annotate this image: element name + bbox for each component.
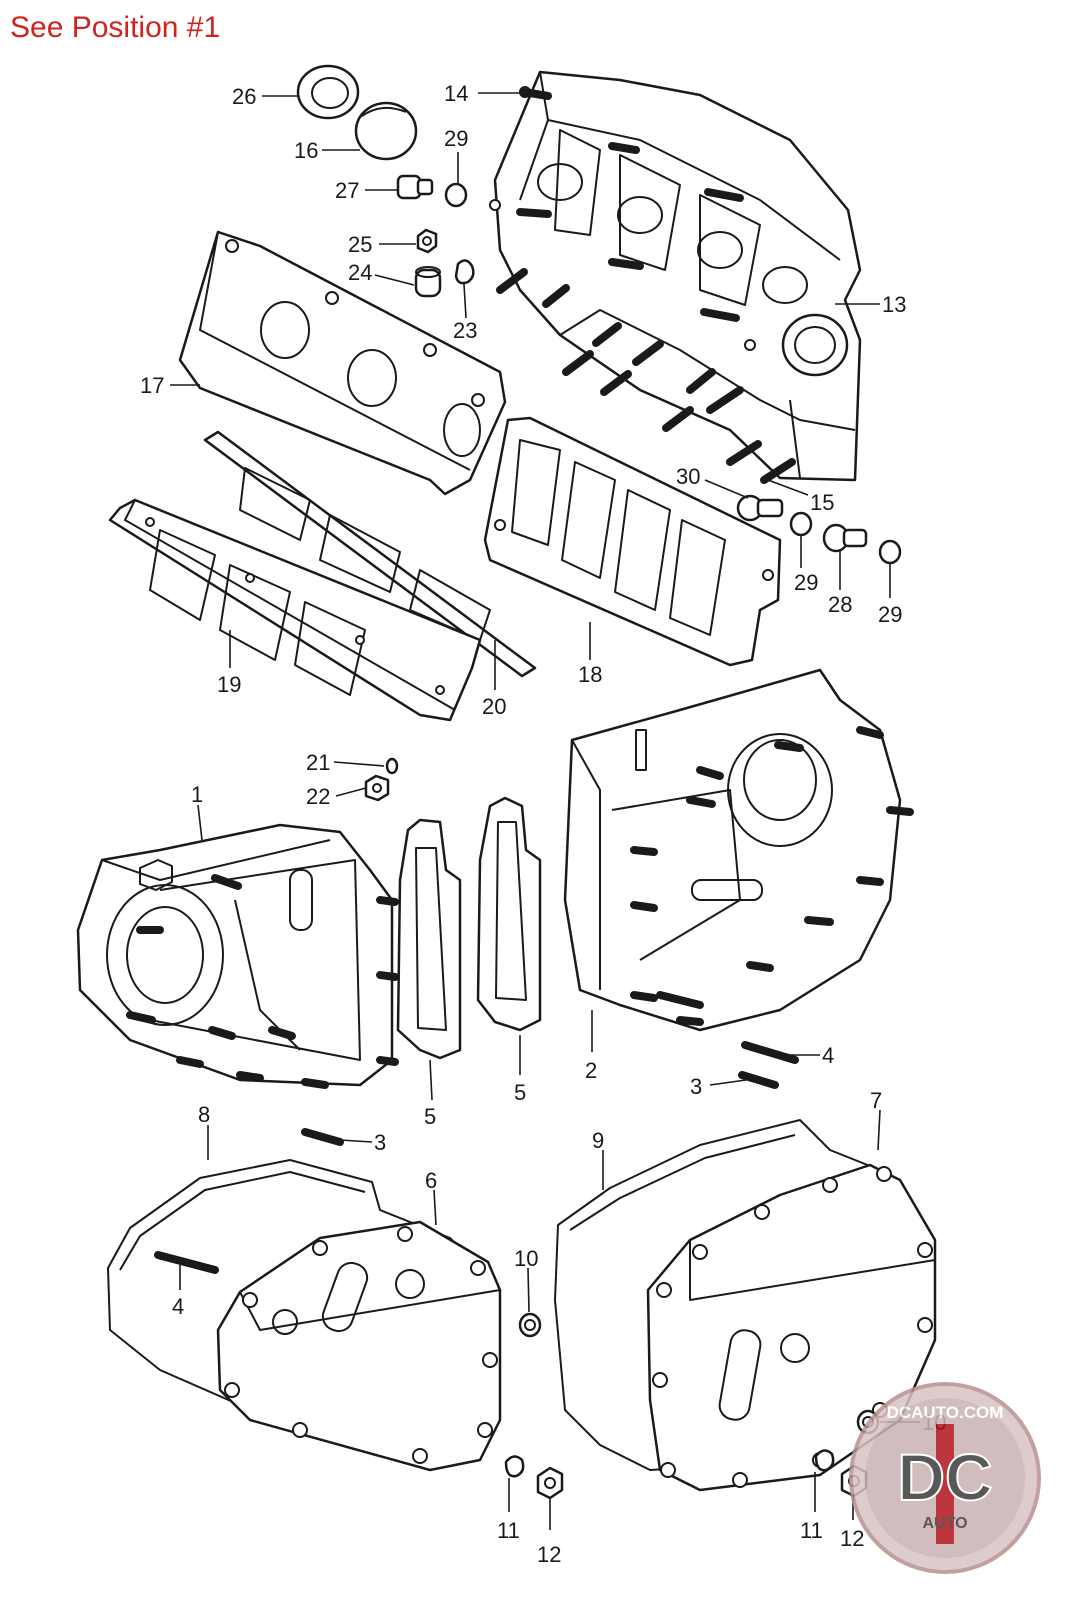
part-2-studs xyxy=(630,726,914,1026)
part-30-banjo-bolt xyxy=(736,494,784,522)
part-25-nut xyxy=(416,228,438,254)
callout-15: 15 xyxy=(810,490,834,515)
callout-8: 8 xyxy=(198,1102,210,1127)
callout-12: 12 xyxy=(537,1542,561,1567)
part-13-cylinder-head xyxy=(489,70,862,482)
callout-29: 29 xyxy=(794,570,818,595)
callout-21: 21 xyxy=(306,750,330,775)
part-15-studs xyxy=(496,268,796,484)
part-28-union xyxy=(822,523,868,553)
part-19-cover-plate xyxy=(108,498,482,722)
callout-29: 29 xyxy=(444,126,468,151)
callout-5: 5 xyxy=(424,1104,436,1129)
part-6-cover xyxy=(216,1220,502,1472)
callout-16: 16 xyxy=(294,138,318,163)
callout-28: 28 xyxy=(828,592,852,617)
callout-11: 11 xyxy=(800,1518,823,1543)
callout-4: 4 xyxy=(172,1294,184,1319)
callout-4: 4 xyxy=(822,1043,834,1068)
part-24-spacer xyxy=(414,266,442,298)
callout-3: 3 xyxy=(374,1130,386,1155)
part-20-gasket xyxy=(203,430,537,678)
part-26-seal xyxy=(296,64,360,120)
callout-10: 10 xyxy=(514,1246,538,1271)
callout-6: 6 xyxy=(425,1168,437,1193)
part-1-studs xyxy=(126,874,399,1089)
callout-20: 20 xyxy=(482,694,506,719)
callout-3: 3 xyxy=(690,1074,702,1099)
callout-9: 9 xyxy=(592,1128,604,1153)
callout-14: 14 xyxy=(444,81,468,106)
leader-lines xyxy=(170,92,920,1530)
part-3-stud-mid xyxy=(738,1071,779,1089)
callout-22: 22 xyxy=(306,784,330,809)
watermark-dc-mark: DC xyxy=(897,1440,992,1514)
part-29-washer-top xyxy=(444,182,468,208)
part-1-chain-housing-left xyxy=(76,823,394,1087)
part-29-washer-mid xyxy=(789,511,813,537)
part-11-washer-right xyxy=(814,1449,835,1472)
part-11-washer-left xyxy=(504,1455,525,1478)
part-16-cap xyxy=(354,101,418,161)
part-14-studs xyxy=(516,88,744,322)
part-21-washer xyxy=(385,757,399,775)
part-23-lock-plate xyxy=(454,259,475,285)
callout-18: 18 xyxy=(578,662,602,687)
callout-23: 23 xyxy=(453,318,477,343)
callout-19: 19 xyxy=(217,672,241,697)
part-17-cam-cover xyxy=(178,230,507,496)
callout-26: 26 xyxy=(232,84,256,109)
part-27-plug xyxy=(396,174,434,200)
part-22-nut xyxy=(364,774,390,802)
part-2-chain-housing-right xyxy=(563,668,902,1032)
watermark-auto-text: AUTO xyxy=(922,1515,967,1532)
callout-11: 11 xyxy=(497,1518,520,1543)
part-10-nut-left xyxy=(518,1312,542,1338)
dcauto-watermark-logo: DCAUTO.COM DC AUTO xyxy=(849,1382,1041,1574)
part-29-washer-right xyxy=(878,539,902,565)
part-3-stud-left xyxy=(301,1128,344,1146)
callout-1: 1 xyxy=(191,782,203,807)
callout-12: 12 xyxy=(840,1526,864,1551)
part-4-stud-mid xyxy=(741,1041,799,1064)
callout-24: 24 xyxy=(348,260,372,285)
callout-13: 13 xyxy=(882,292,906,317)
callout-5: 5 xyxy=(514,1080,526,1105)
callout-29: 29 xyxy=(878,602,902,627)
part-5-gasket-left xyxy=(396,818,462,1060)
callout-30: 30 xyxy=(676,464,700,489)
page-title: See Position #1 xyxy=(10,11,221,44)
callout-7: 7 xyxy=(870,1088,882,1113)
callout-25: 25 xyxy=(348,232,372,257)
part-12-nut-left xyxy=(536,1466,564,1500)
callout-2: 2 xyxy=(585,1058,597,1083)
part-5-gasket-right xyxy=(476,796,542,1032)
callout-labels: 26 16 27 29 14 25 24 23 17 13 30 15 29 2… xyxy=(140,81,946,1567)
callout-17: 17 xyxy=(140,373,164,398)
part-7-cover xyxy=(646,1163,937,1492)
part-18-gasket xyxy=(483,416,782,667)
part-4-stud-low xyxy=(154,1251,219,1274)
watermark-site-text: DCAUTO.COM xyxy=(887,1403,1004,1422)
callout-27: 27 xyxy=(335,178,359,203)
